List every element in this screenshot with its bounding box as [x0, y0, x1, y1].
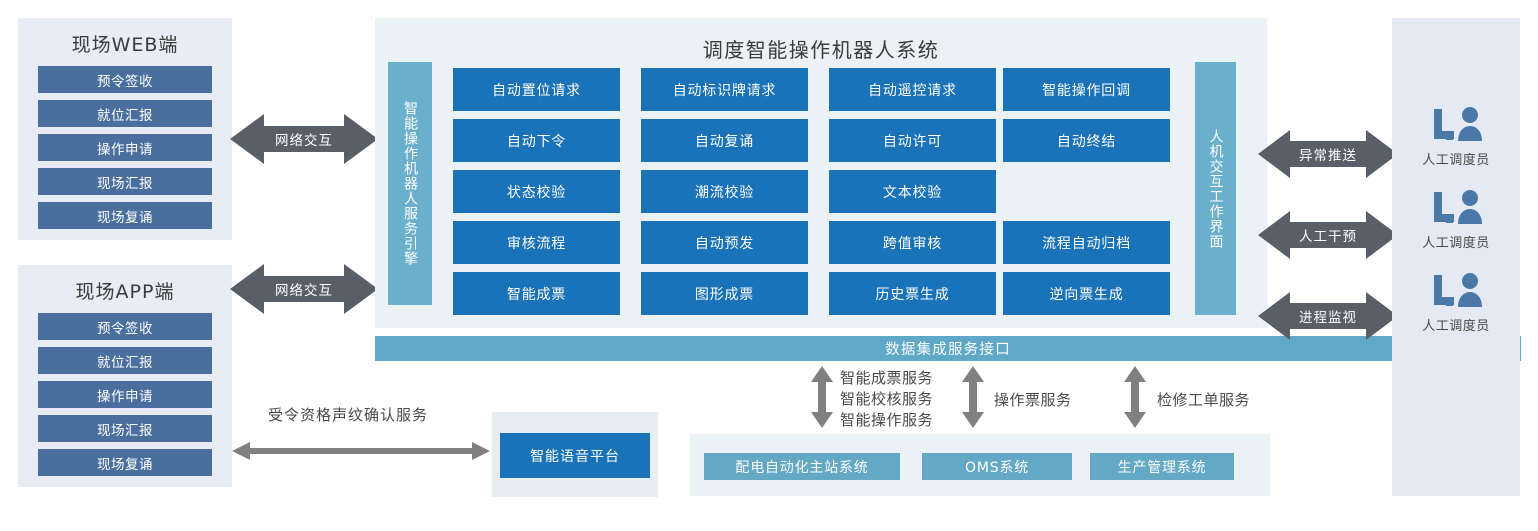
vertical-double-arrow-icon — [811, 366, 833, 428]
client-app-item-0[interactable]: 预令签收 — [38, 313, 212, 340]
client-app-item-3[interactable]: 现场汇报 — [38, 415, 212, 442]
client-panel-app: 现场APP端 预令签收 就位汇报 操作申请 现场汇报 现场复诵 — [18, 265, 232, 487]
engine-vertical-bar-label: 智能操作机器人服务引擎 — [402, 101, 418, 266]
feature-box[interactable]: 逆向票生成 — [1003, 272, 1170, 315]
network-arrow-web: 网络交互 — [230, 112, 378, 166]
client-web-item-4[interactable]: 现场复诵 — [38, 202, 212, 229]
feature-box[interactable]: 智能操作回调 — [1003, 68, 1170, 111]
double-arrow-icon — [230, 264, 378, 314]
client-app-item-1[interactable]: 就位汇报 — [38, 347, 212, 374]
client-web-item-3[interactable]: 现场汇报 — [38, 168, 212, 195]
feature-box[interactable]: 跨值审核 — [829, 221, 996, 264]
operator-label-2: 人工调度员 — [1422, 319, 1490, 334]
feature-box[interactable]: 文本校验 — [829, 170, 996, 213]
feature-box[interactable]: 图形成票 — [641, 272, 808, 315]
service-link-arrow-1 — [961, 366, 985, 428]
vertical-double-arrow-icon — [962, 366, 984, 428]
feature-box[interactable]: 审核流程 — [453, 221, 620, 264]
external-system-box-0[interactable]: 配电自动化主站系统 — [704, 453, 900, 480]
feature-box[interactable]: 自动许可 — [829, 119, 996, 162]
operator-label-1: 人工调度员 — [1422, 236, 1490, 251]
feature-box[interactable]: 流程自动归档 — [1003, 221, 1170, 264]
feature-box[interactable]: 状态校验 — [453, 170, 620, 213]
human-interface-vertical-bar: 人机交互工作界面 — [1195, 62, 1236, 315]
service-link-arrow-0 — [810, 366, 834, 428]
page-title: 调度智能操作机器人系统 — [702, 38, 940, 62]
double-arrow-icon — [1258, 292, 1398, 340]
feature-box[interactable]: 自动遥控请求 — [829, 68, 996, 111]
feature-box[interactable]: 自动下令 — [453, 119, 620, 162]
operator-desk-icon — [1434, 107, 1482, 141]
operator-desk-icon — [1434, 273, 1482, 307]
voice-platform-box[interactable]: 智能语音平台 — [500, 433, 650, 478]
network-arrow-app: 网络交互 — [230, 262, 378, 316]
operator-arrow-2: 进程监视 — [1258, 290, 1398, 342]
horizontal-double-arrow-icon — [232, 442, 490, 460]
voice-link-arrow — [232, 440, 490, 462]
double-arrow-icon — [1258, 130, 1398, 178]
feature-box[interactable]: 自动预发 — [641, 221, 808, 264]
feature-box[interactable]: 历史票生成 — [829, 272, 996, 315]
data-integration-bar: 数据集成服务接口 — [375, 336, 1521, 361]
feature-box[interactable]: 智能成票 — [453, 272, 620, 315]
client-panel-app-title: 现场APP端 — [75, 281, 175, 303]
operator-item-2: 人工调度员 — [1392, 271, 1520, 341]
external-system-box-2[interactable]: 生产管理系统 — [1090, 453, 1234, 480]
service-link-arrow-2 — [1123, 366, 1147, 428]
client-web-item-1[interactable]: 就位汇报 — [38, 100, 212, 127]
double-arrow-icon — [1258, 211, 1398, 259]
client-panel-web-title: 现场WEB端 — [71, 34, 179, 56]
feature-box[interactable]: 自动标识牌请求 — [641, 68, 808, 111]
client-panel-web: 现场WEB端 预令签收 就位汇报 操作申请 现场汇报 现场复诵 — [18, 18, 232, 240]
service-link-label-2: 检修工单服务 — [1157, 391, 1251, 409]
client-app-item-2[interactable]: 操作申请 — [38, 381, 212, 408]
operator-arrow-0: 异常推送 — [1258, 128, 1398, 180]
service-link-label-1: 操作票服务 — [994, 391, 1072, 409]
vertical-double-arrow-icon — [1124, 366, 1146, 428]
client-web-item-2[interactable]: 操作申请 — [38, 134, 212, 161]
external-system-box-1[interactable]: OMS系统 — [922, 453, 1072, 480]
service-link-label-0: 智能成票服务 智能校核服务 智能操作服务 — [840, 369, 934, 429]
operators-panel — [1392, 18, 1520, 496]
feature-box[interactable]: 自动终结 — [1003, 119, 1170, 162]
engine-vertical-bar: 智能操作机器人服务引擎 — [388, 62, 432, 305]
operator-arrow-1: 人工干预 — [1258, 209, 1398, 261]
client-web-item-0[interactable]: 预令签收 — [38, 66, 212, 93]
operator-label-0: 人工调度员 — [1422, 153, 1490, 168]
feature-box[interactable]: 潮流校验 — [641, 170, 808, 213]
feature-box[interactable]: 自动置位请求 — [453, 68, 620, 111]
operator-item-1: 人工调度员 — [1392, 188, 1520, 258]
operator-desk-icon — [1434, 190, 1482, 224]
operator-item-0: 人工调度员 — [1392, 105, 1520, 175]
double-arrow-icon — [230, 114, 378, 164]
feature-box[interactable]: 自动复诵 — [641, 119, 808, 162]
voice-link-label: 受令资格声纹确认服务 — [268, 406, 429, 424]
human-interface-vertical-bar-label: 人机交互工作界面 — [1207, 128, 1224, 249]
client-app-item-4[interactable]: 现场复诵 — [38, 449, 212, 476]
